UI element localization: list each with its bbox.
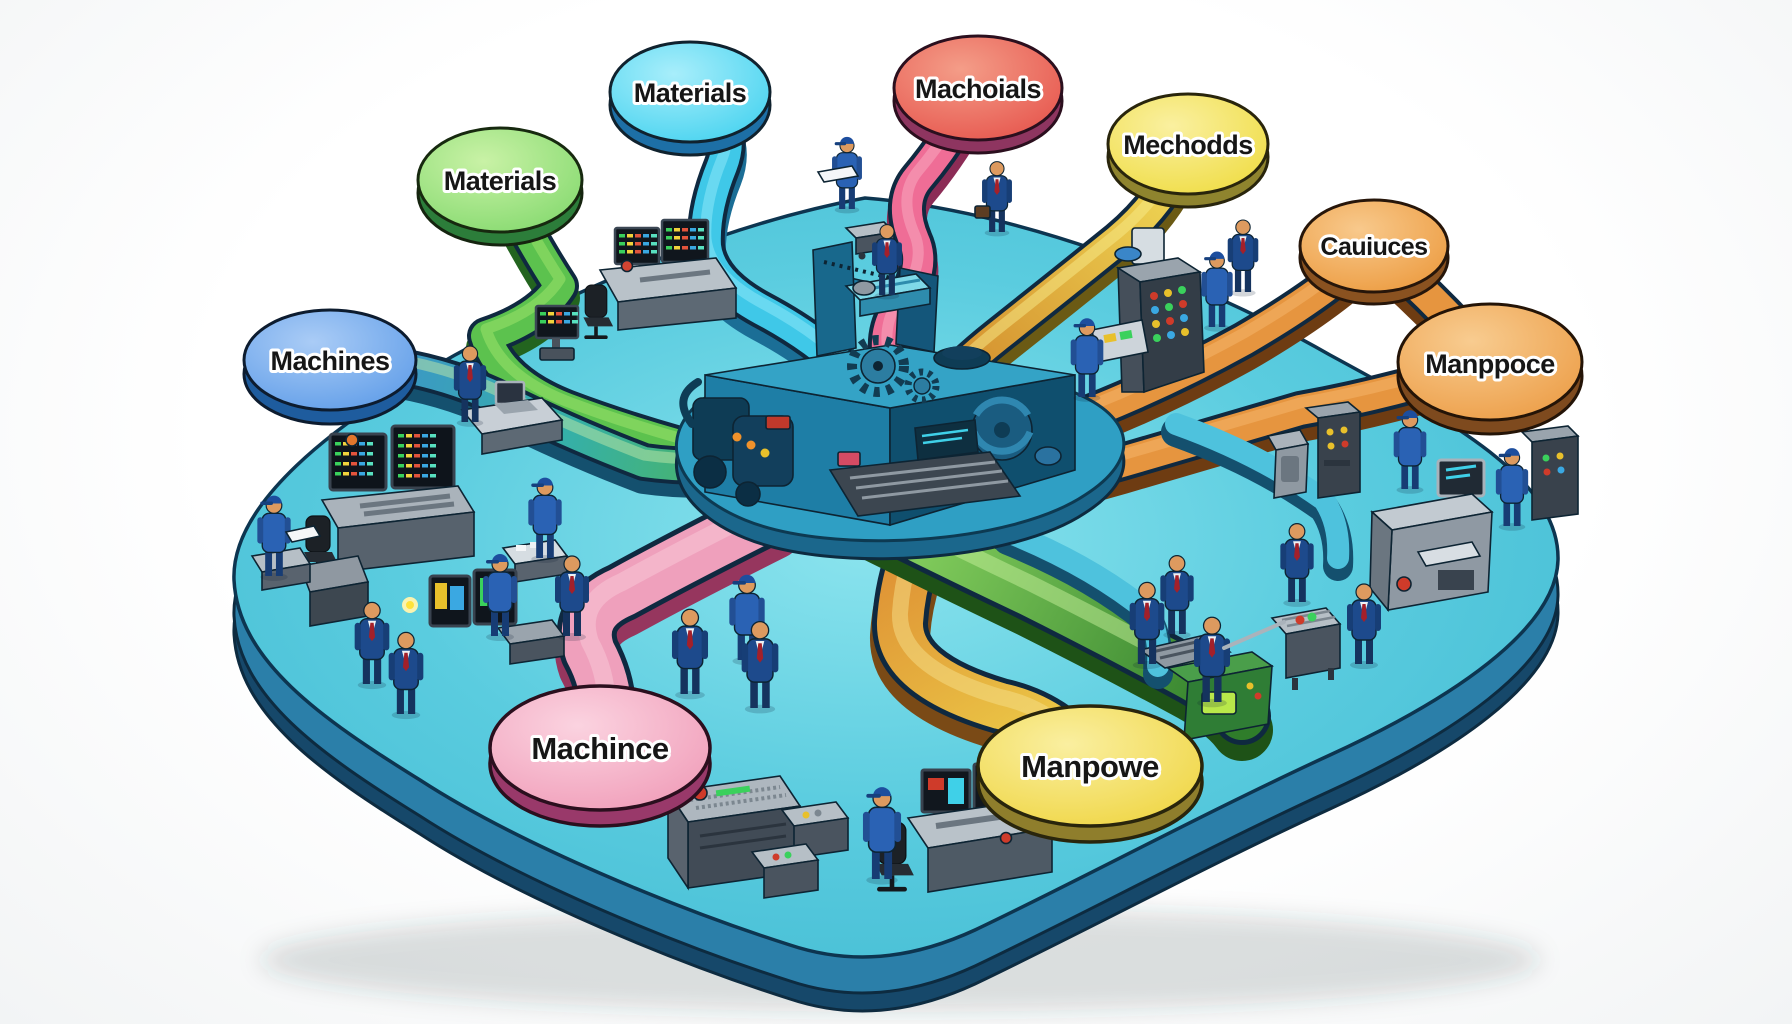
console-top-left xyxy=(582,218,738,340)
laptop-desk xyxy=(460,380,564,455)
bubble-label: Machoials xyxy=(915,74,1041,104)
cause-bubbles: Materials Materials Machoials Mechodds C… xyxy=(242,34,1584,844)
console-left-panel xyxy=(298,424,476,627)
machine-arm-column xyxy=(812,241,857,357)
people xyxy=(256,136,1529,886)
console-small-screen xyxy=(534,304,580,361)
bubble-manpowe: Manpowe xyxy=(976,704,1204,844)
console-colorbuttons xyxy=(1091,227,1205,394)
bubble-label: Materials xyxy=(444,166,557,196)
bubble-mechodds: Mechodds xyxy=(1106,92,1270,209)
bubble-label: Machince xyxy=(531,731,669,766)
bubble-machince: Machince xyxy=(488,684,712,828)
blueprint xyxy=(816,165,860,183)
clipboard xyxy=(284,525,322,543)
bubble-label: Manppoce xyxy=(1425,349,1555,379)
bubble-label: Cauiuces xyxy=(1320,233,1427,261)
machine-side-screen xyxy=(914,419,979,461)
equipment xyxy=(250,218,1580,899)
machine-drum xyxy=(970,396,1062,466)
bubble-machoials: Machoials xyxy=(892,34,1064,155)
machine-engine-block xyxy=(679,378,794,507)
machine-gear-small xyxy=(904,368,940,404)
machine-desk-right xyxy=(1369,458,1494,613)
basket-cart xyxy=(1270,607,1342,690)
die-block xyxy=(1266,429,1310,499)
machine-gear-large xyxy=(847,335,909,397)
bubble-manppoce: Manppoce xyxy=(1396,302,1584,436)
machine-control-tray xyxy=(828,451,1022,517)
cabinet-right-tall xyxy=(1304,401,1362,499)
bubble-cauiuces: Cauiuces xyxy=(1298,198,1450,306)
bubble-label: Machines xyxy=(270,346,389,376)
bubble-machines: Machines xyxy=(242,308,418,426)
bubble-materials-green: Materials xyxy=(416,126,584,247)
tool-rod xyxy=(1222,620,1286,650)
bubble-materials-cyan: Materials xyxy=(608,40,772,157)
indicator-light xyxy=(402,597,418,613)
bubble-label: Manpowe xyxy=(1021,749,1159,784)
bag xyxy=(852,280,876,296)
briefcase xyxy=(974,205,991,219)
bubble-label: Mechodds xyxy=(1123,130,1253,160)
bubble-label: Materials xyxy=(634,78,747,108)
panel-right-edge xyxy=(1520,425,1580,521)
console-box-small-b xyxy=(750,843,820,899)
